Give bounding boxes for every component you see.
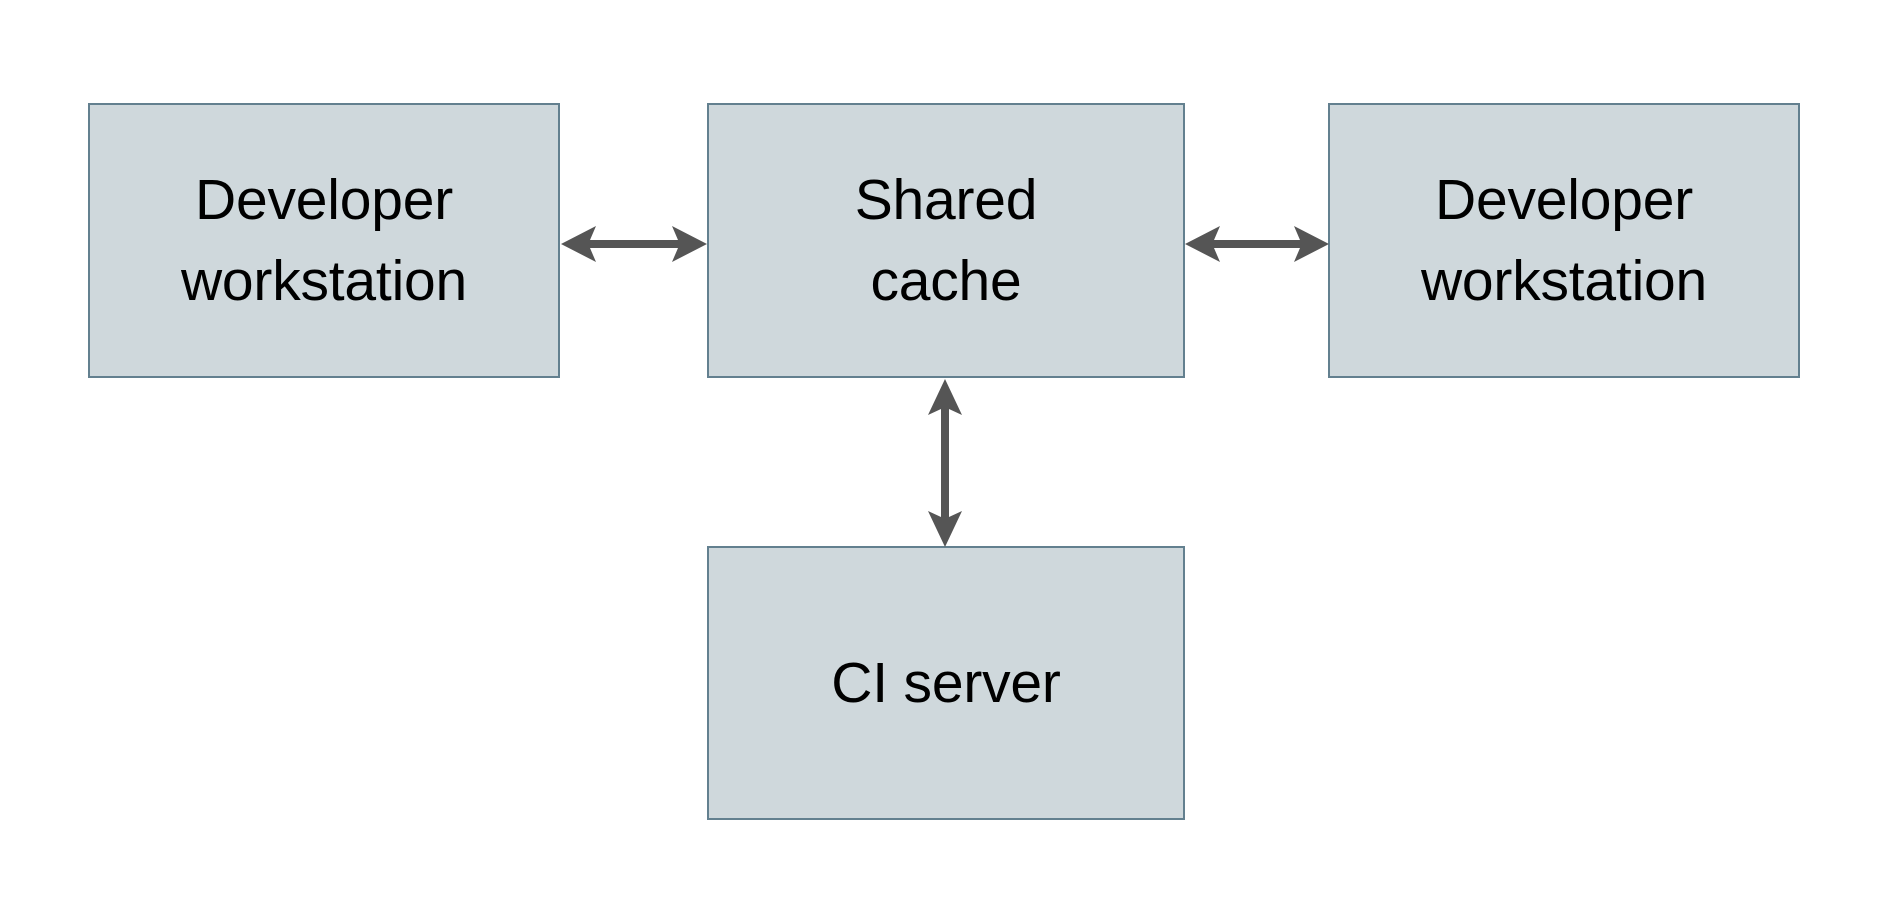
- node-ci-server[interactable]: CI server: [707, 546, 1185, 820]
- node-shared-cache[interactable]: Shared cache: [707, 103, 1185, 378]
- edge-left-workstation-shared-cache[interactable]: [556, 213, 712, 275]
- double-arrow-icon: [928, 379, 962, 547]
- node-label: CI server: [831, 650, 1061, 715]
- double-arrow-icon: [1185, 226, 1329, 262]
- edge-shared-cache-right-workstation[interactable]: [1181, 213, 1333, 275]
- edge-shared-cache-ci-server[interactable]: [914, 375, 976, 551]
- double-arrow-icon: [561, 226, 707, 262]
- node-developer-workstation-right[interactable]: Developer workstation: [1328, 103, 1800, 378]
- node-label: Shared cache: [854, 167, 1038, 313]
- node-developer-workstation-left[interactable]: Developer workstation: [88, 103, 560, 378]
- node-label: Developer workstation: [180, 167, 468, 313]
- node-label: Developer workstation: [1420, 167, 1708, 313]
